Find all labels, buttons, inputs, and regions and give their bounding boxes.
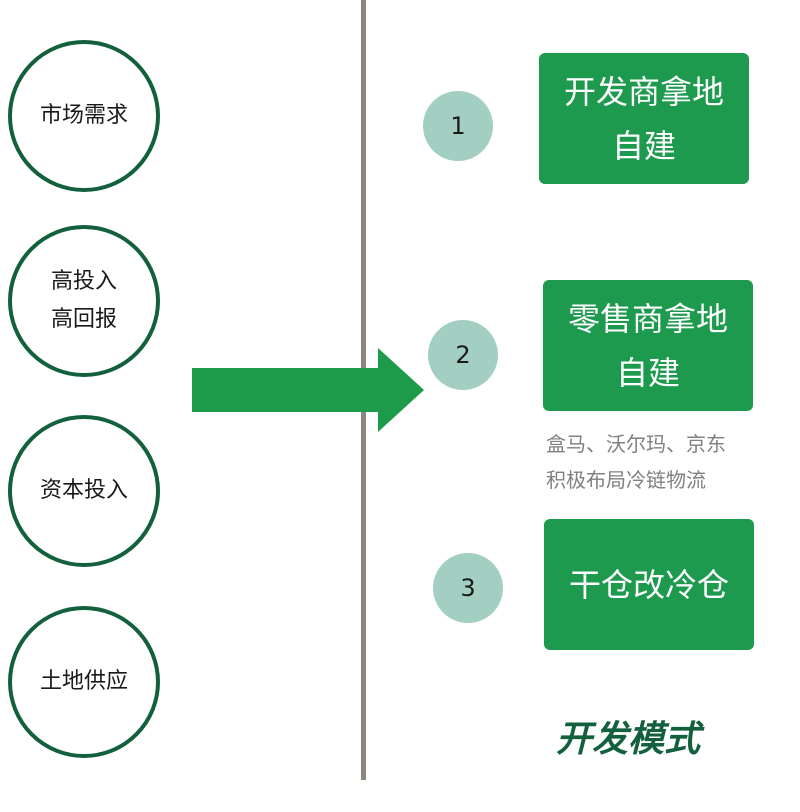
factor-circle-land-supply: 土地供应 xyxy=(8,606,160,758)
retailer-note: 盒马、沃尔玛、京东 积极布局冷链物流 xyxy=(546,432,726,492)
mode-box-dry-to-cold: 干仓改冷仓 xyxy=(544,519,754,650)
number-label: 3 xyxy=(460,574,476,602)
right-arrow-icon xyxy=(192,348,424,432)
factor-label: 土地供应 xyxy=(39,669,128,694)
factor-circle-capital-investment: 资本投入 xyxy=(8,415,160,567)
factor-label: 高投入 高回报 xyxy=(50,269,117,332)
number-circle-1: 1 xyxy=(423,91,493,161)
mode-box-retailer: 零售商拿地 自建 xyxy=(543,280,753,411)
diagram-caption: 开发模式 xyxy=(556,719,701,760)
factor-label: 市场需求 xyxy=(39,103,128,128)
number-label: 1 xyxy=(450,112,466,140)
mode-label: 开发商拿地 自建 xyxy=(563,72,724,165)
factor-circle-market-demand: 市场需求 xyxy=(8,40,160,192)
mode-label: 干仓改冷仓 xyxy=(568,565,729,604)
mode-label: 零售商拿地 自建 xyxy=(567,299,728,392)
factor-circle-high-investment: 高投入 高回报 xyxy=(8,225,160,377)
number-label: 2 xyxy=(455,341,471,369)
number-circle-3: 3 xyxy=(433,553,503,623)
mode-box-developer: 开发商拿地 自建 xyxy=(539,53,749,184)
factor-label: 资本投入 xyxy=(39,478,128,503)
number-circle-2: 2 xyxy=(428,320,498,390)
